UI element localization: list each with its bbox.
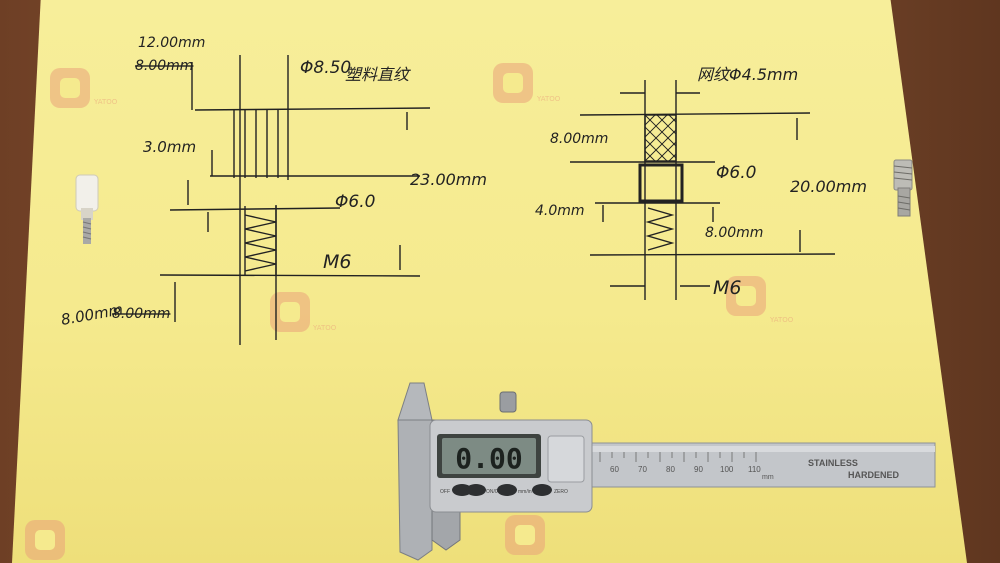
caliper-unit-label: mm [762, 474, 774, 481]
right-top-length-label: 8.00mm [550, 131, 608, 147]
caliper-on-label: ON/0 [486, 489, 498, 495]
left-bottom-struck-label: 8.00mm [112, 306, 170, 322]
right-bottom-length-label: 8.00mm [705, 225, 763, 241]
watermark-logo-1: YATOO [50, 68, 118, 108]
svg-text:YATOO: YATOO [312, 324, 337, 332]
caliper-scale-60: 60 [610, 465, 619, 474]
caliper-scale-ticks [599, 452, 757, 462]
right-flange-label: 4.0mm [535, 203, 585, 219]
caliper-scale-110: 110 [748, 465, 761, 474]
caliper-unit-button-label: mm/in [518, 489, 532, 495]
right-total-length-label: 20.00mm [790, 177, 867, 196]
left-drawing [159, 55, 431, 345]
watermark-logo-4: YATOO [726, 276, 794, 324]
caliper-scale-70: 70 [638, 465, 647, 474]
right-diameter-label: Φ6.0 [716, 163, 756, 183]
left-top-diameter-label: Φ8.50 [300, 58, 351, 78]
right-metal-screw-part [893, 159, 913, 217]
svg-text:YATOO: YATOO [769, 316, 794, 324]
caliper-scale-100: 100 [720, 465, 734, 474]
watermark-logo-2: YATOO [493, 63, 561, 103]
caliper-off-label: OFF [440, 489, 450, 495]
caliper-display-reading: 0.00 [455, 442, 522, 475]
right-drawing [570, 80, 836, 300]
left-top-diameter-note: 塑料直纹 [345, 65, 411, 84]
watermark-logo-6 [505, 515, 545, 555]
caliper-brand-line-2: HARDENED [848, 470, 900, 480]
left-standoff-part [75, 174, 99, 244]
left-total-length-label: 23.00mm [410, 170, 487, 189]
watermark-logo-5 [25, 520, 65, 560]
left-step-label: 3.0mm [143, 138, 196, 156]
digital-caliper: 60 70 80 90 100 110 mm STAINLESS HARDENE… [397, 382, 936, 561]
right-thread-label: M6 [713, 277, 741, 299]
right-knurl-label: 网纹Φ4.5mm [697, 65, 798, 84]
left-top-width-label: 12.00mm [138, 35, 205, 51]
svg-text:YATOO: YATOO [536, 95, 561, 103]
watermark-logo-3: YATOO [270, 292, 337, 332]
left-thread-label: M6 [323, 251, 351, 273]
caliper-scale-90: 90 [694, 465, 703, 474]
svg-text:YATOO: YATOO [93, 98, 118, 106]
left-mid-diameter-label: Φ6.0 [335, 192, 375, 212]
caliper-scale-80: 80 [666, 465, 675, 474]
left-struck-label: 8.00mm [135, 58, 193, 74]
caliper-zero-label: ZERO [554, 489, 568, 495]
caliper-brand-line-1: STAINLESS [808, 458, 858, 468]
caliper-buttons [452, 484, 552, 496]
